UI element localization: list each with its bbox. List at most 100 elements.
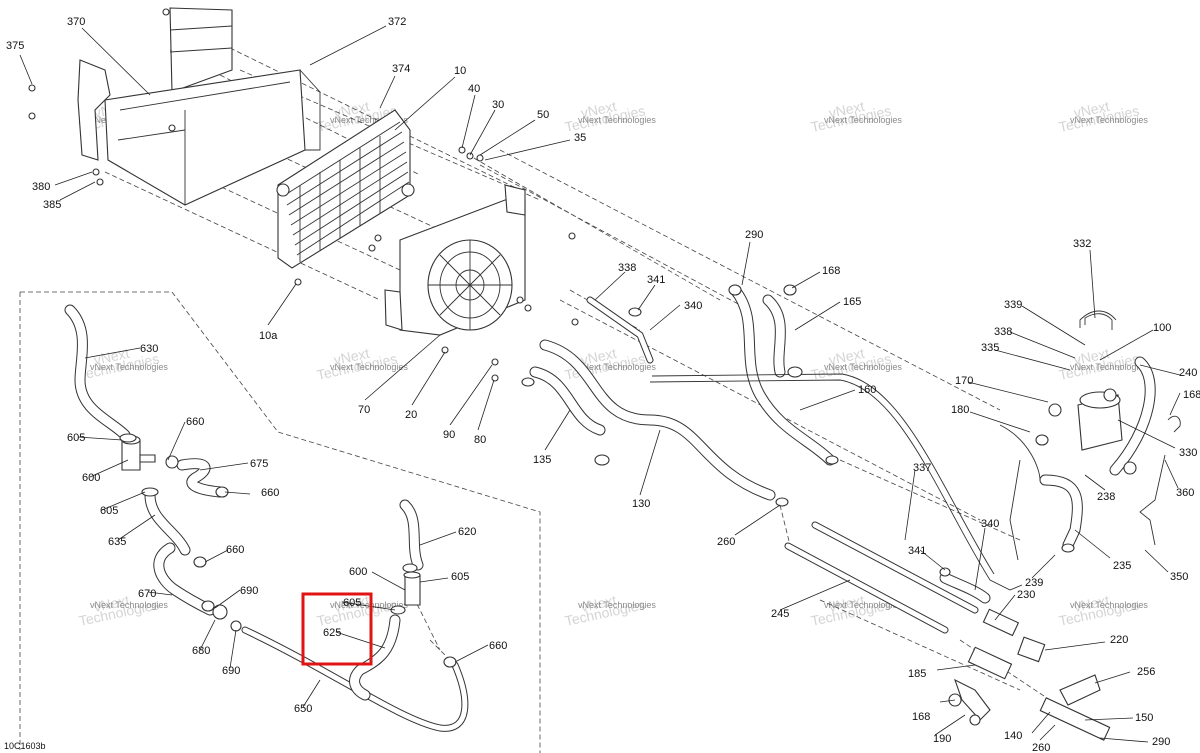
callout-168-bottom[interactable]: 168 [912, 711, 930, 723]
hose-160[interactable] [729, 284, 836, 466]
hose-340-right[interactable] [939, 572, 991, 604]
callout-290[interactable]: 290 [745, 229, 763, 241]
callout-338[interactable]: 338 [618, 262, 636, 274]
callout-135[interactable]: 135 [533, 454, 551, 466]
hose-670[interactable] [153, 542, 216, 616]
callout-165[interactable]: 165 [843, 296, 861, 308]
callout-245[interactable]: 245 [771, 608, 789, 620]
callout-260[interactable]: 260 [717, 536, 735, 548]
callout-605-b[interactable]: 605 [100, 505, 118, 517]
hose-625[interactable] [349, 614, 401, 701]
callout-235[interactable]: 235 [1113, 560, 1131, 572]
callout-40[interactable]: 40 [468, 83, 480, 95]
hose-338-341[interactable] [586, 296, 654, 364]
callout-238[interactable]: 238 [1097, 491, 1115, 503]
callout-20[interactable]: 20 [405, 409, 417, 421]
callout-660-b[interactable]: 660 [261, 487, 279, 499]
callout-660[interactable]: 660 [186, 416, 204, 428]
fan-assembly[interactable] [384, 184, 526, 336]
hose-235[interactable] [1039, 474, 1083, 551]
callout-30[interactable]: 30 [492, 99, 504, 111]
callout-190[interactable]: 190 [933, 733, 951, 745]
radiator-10[interactable] [276, 109, 415, 269]
callout-335[interactable]: 335 [981, 342, 999, 354]
callout-670[interactable]: 670 [138, 588, 156, 600]
callout-239[interactable]: 239 [1025, 577, 1043, 589]
hose-130[interactable] [539, 339, 776, 501]
callout-370[interactable]: 370 [67, 16, 85, 28]
callout-385[interactable]: 385 [43, 199, 61, 211]
callout-620[interactable]: 620 [458, 526, 476, 538]
callout-372[interactable]: 372 [388, 16, 406, 28]
callout-690[interactable]: 690 [240, 585, 258, 597]
callout-168-right[interactable]: 168 [1183, 389, 1200, 401]
hose-240[interactable] [1109, 356, 1156, 476]
fittings-lower-right[interactable] [948, 608, 1111, 741]
hose-675[interactable] [176, 458, 226, 498]
callout-50[interactable]: 50 [537, 109, 549, 121]
callout-375[interactable]: 375 [6, 40, 24, 52]
callout-180[interactable]: 180 [951, 404, 969, 416]
hose-135[interactable] [529, 366, 606, 436]
callout-90[interactable]: 90 [443, 429, 455, 441]
callout-625[interactable]: 625 [323, 627, 341, 639]
callout-10a[interactable]: 10a [259, 330, 278, 342]
callout-256[interactable]: 256 [1137, 666, 1155, 678]
callout-230[interactable]: 230 [1017, 589, 1035, 601]
callout-340-right[interactable]: 340 [981, 518, 999, 530]
side-panel-370[interactable] [77, 59, 111, 161]
callout-680[interactable]: 680 [192, 645, 210, 657]
callout-330[interactable]: 330 [1179, 447, 1197, 459]
callout-605[interactable]: 605 [67, 432, 85, 444]
shroud-panel-372[interactable] [169, 7, 233, 93]
callout-690-b[interactable]: 690 [222, 665, 240, 677]
callout-168[interactable]: 168 [822, 265, 840, 277]
callout-374[interactable]: 374 [392, 63, 410, 75]
callout-630[interactable]: 630 [140, 343, 158, 355]
callout-660-c[interactable]: 660 [226, 544, 244, 556]
callout-80[interactable]: 80 [474, 434, 486, 446]
callout-10[interactable]: 10 [454, 65, 466, 77]
pipe-337[interactable] [649, 373, 1023, 591]
fasteners-top[interactable] [28, 8, 579, 382]
callout-260-bottom[interactable]: 260 [1032, 742, 1050, 753]
callout-350[interactable]: 350 [1170, 571, 1188, 583]
overflow-hose-332[interactable] [1079, 310, 1117, 330]
hose-620[interactable] [399, 499, 424, 571]
callout-341-right[interactable]: 341 [908, 545, 926, 557]
callout-100[interactable]: 100 [1153, 322, 1171, 334]
callout-635[interactable]: 635 [108, 536, 126, 548]
callout-380[interactable]: 380 [32, 181, 50, 193]
callout-130[interactable]: 130 [632, 498, 650, 510]
callout-240[interactable]: 240 [1179, 367, 1197, 379]
callout-70[interactable]: 70 [358, 404, 370, 416]
air-duct-panel[interactable] [104, 69, 321, 206]
callout-290-bottom[interactable]: 290 [1152, 736, 1170, 748]
callout-338-right[interactable]: 338 [994, 326, 1012, 338]
callout-650[interactable]: 650 [294, 703, 312, 715]
bracket-168-right[interactable] [1167, 415, 1181, 433]
callout-339[interactable]: 339 [1004, 299, 1022, 311]
callout-600-b[interactable]: 600 [349, 566, 367, 578]
callout-605-d[interactable]: 605 [451, 571, 469, 583]
callout-185[interactable]: 185 [908, 668, 926, 680]
tee-600-right[interactable] [403, 571, 421, 606]
callout-675[interactable]: 675 [250, 458, 268, 470]
callout-35[interactable]: 35 [574, 132, 586, 144]
callout-160[interactable]: 160 [858, 384, 876, 396]
hose-630[interactable] [64, 304, 131, 441]
pipe-180[interactable] [999, 424, 1041, 561]
pipe-long-upper[interactable] [811, 521, 979, 614]
coolant-reservoir-330[interactable] [1077, 388, 1123, 451]
pipe-245[interactable] [784, 542, 949, 634]
callout-220[interactable]: 220 [1110, 634, 1128, 646]
hose-635[interactable] [144, 489, 191, 556]
callout-340[interactable]: 340 [684, 300, 702, 312]
line-350[interactable] [1139, 454, 1166, 546]
callout-341[interactable]: 341 [647, 274, 665, 286]
callout-140[interactable]: 140 [1004, 730, 1022, 742]
callout-600[interactable]: 600 [82, 472, 100, 484]
callout-170[interactable]: 170 [955, 375, 973, 387]
callout-150[interactable]: 150 [1135, 712, 1153, 724]
callout-360[interactable]: 360 [1176, 487, 1194, 499]
